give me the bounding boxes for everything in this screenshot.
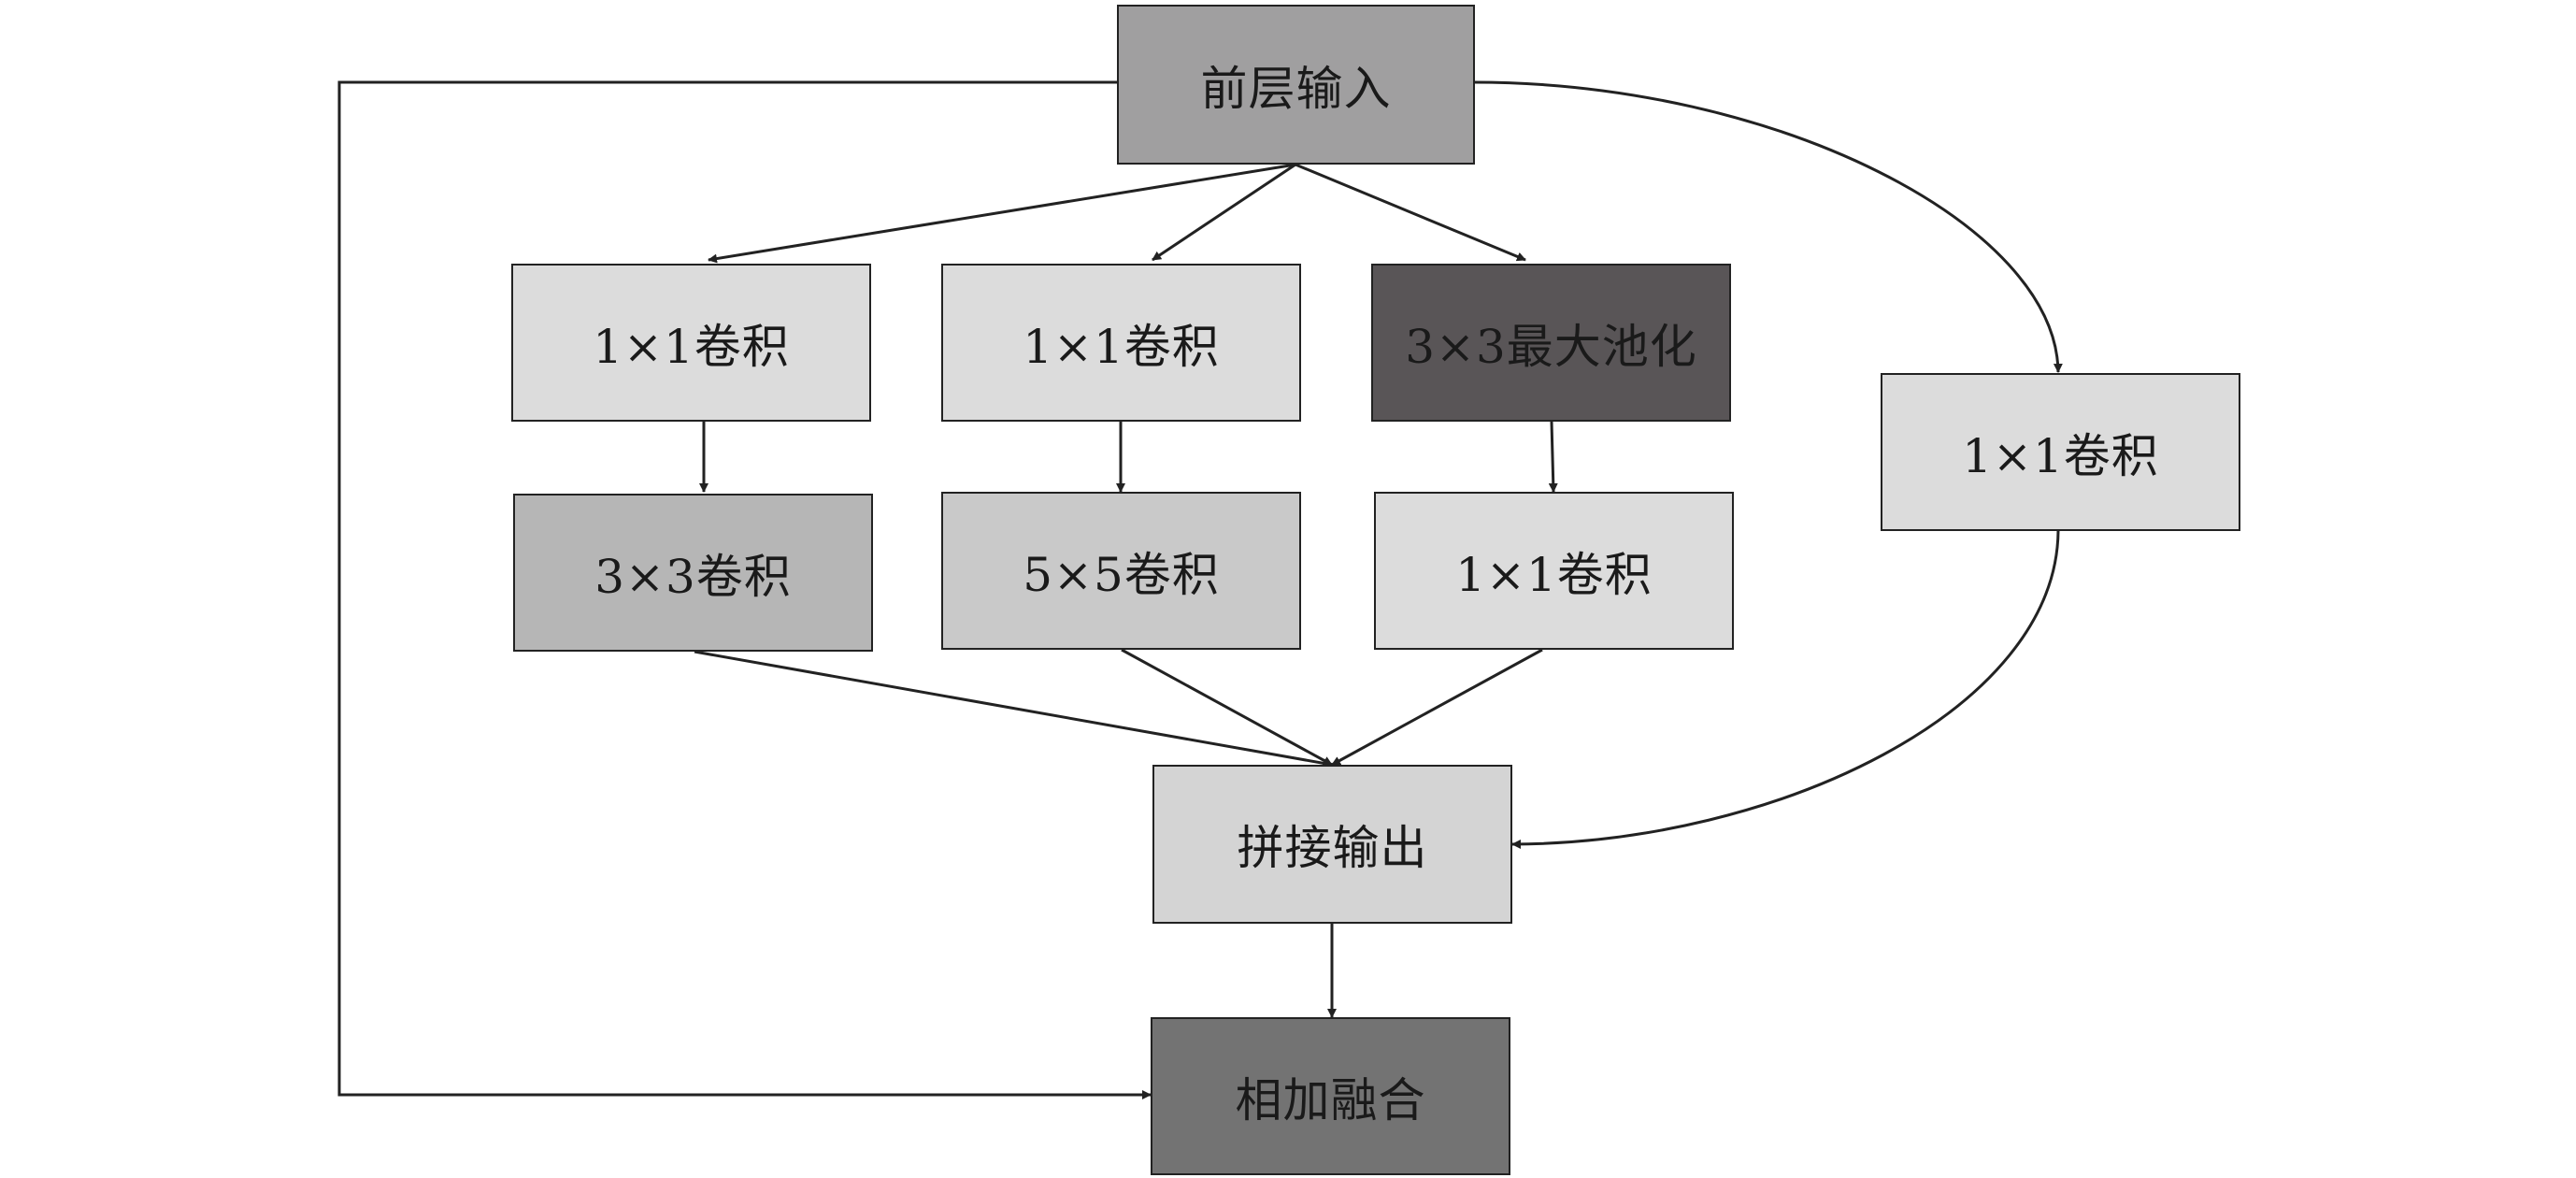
conv1x1-node-right-label: 1×1卷积	[1962, 428, 2159, 483]
edge-input-to-maxpool	[1295, 163, 1526, 262]
conv1x1-node-after-pool: 1×1卷积	[1374, 492, 1734, 650]
edge-conv1x1-right-to-concat	[1511, 530, 2060, 849]
conv1x1-node-right: 1×1卷积	[1881, 373, 2240, 531]
maxpool3x3-node-label: 3×3最大池化	[1405, 319, 1697, 374]
conv1x1-node-after-pool-label: 1×1卷积	[1455, 547, 1653, 602]
input-node: 前层输入	[1117, 5, 1475, 165]
conv5x5-node-label: 5×5卷积	[1023, 547, 1220, 602]
conv1x1-node-middle-label: 1×1卷积	[1023, 319, 1220, 374]
concat-output-node: 拼接输出	[1152, 765, 1512, 924]
edge-conv5x5-to-concat	[1121, 648, 1333, 767]
edge-input-to-conv1x1-right	[1473, 80, 2063, 373]
conv1x1-node-left-label: 1×1卷积	[593, 319, 790, 374]
edge-conv3x3-to-concat	[694, 650, 1333, 769]
conv3x3-node-label: 3×3卷积	[594, 549, 792, 604]
conv3x3-node: 3×3卷积	[513, 494, 873, 652]
edge-maxpool-to-conv1x1-c	[1548, 421, 1558, 493]
conv1x1-node-middle: 1×1卷积	[941, 264, 1301, 422]
conv5x5-node: 5×5卷积	[941, 492, 1301, 650]
add-fusion-node-label: 相加融合	[1235, 1072, 1426, 1128]
concat-output-node-label: 拼接输出	[1237, 821, 1428, 875]
conv1x1-node-left: 1×1卷积	[511, 264, 871, 422]
edge-input-to-conv1x1-b	[1152, 163, 1296, 262]
add-fusion-node: 相加融合	[1151, 1017, 1510, 1175]
edge-input-to-conv1x1-a	[708, 163, 1296, 264]
edge-conv1x1-c-to-concat	[1331, 648, 1543, 767]
input-node-label: 前层输入	[1200, 61, 1392, 116]
maxpool3x3-node: 3×3最大池化	[1371, 264, 1731, 422]
skip-connection-edge	[337, 80, 1152, 1099]
